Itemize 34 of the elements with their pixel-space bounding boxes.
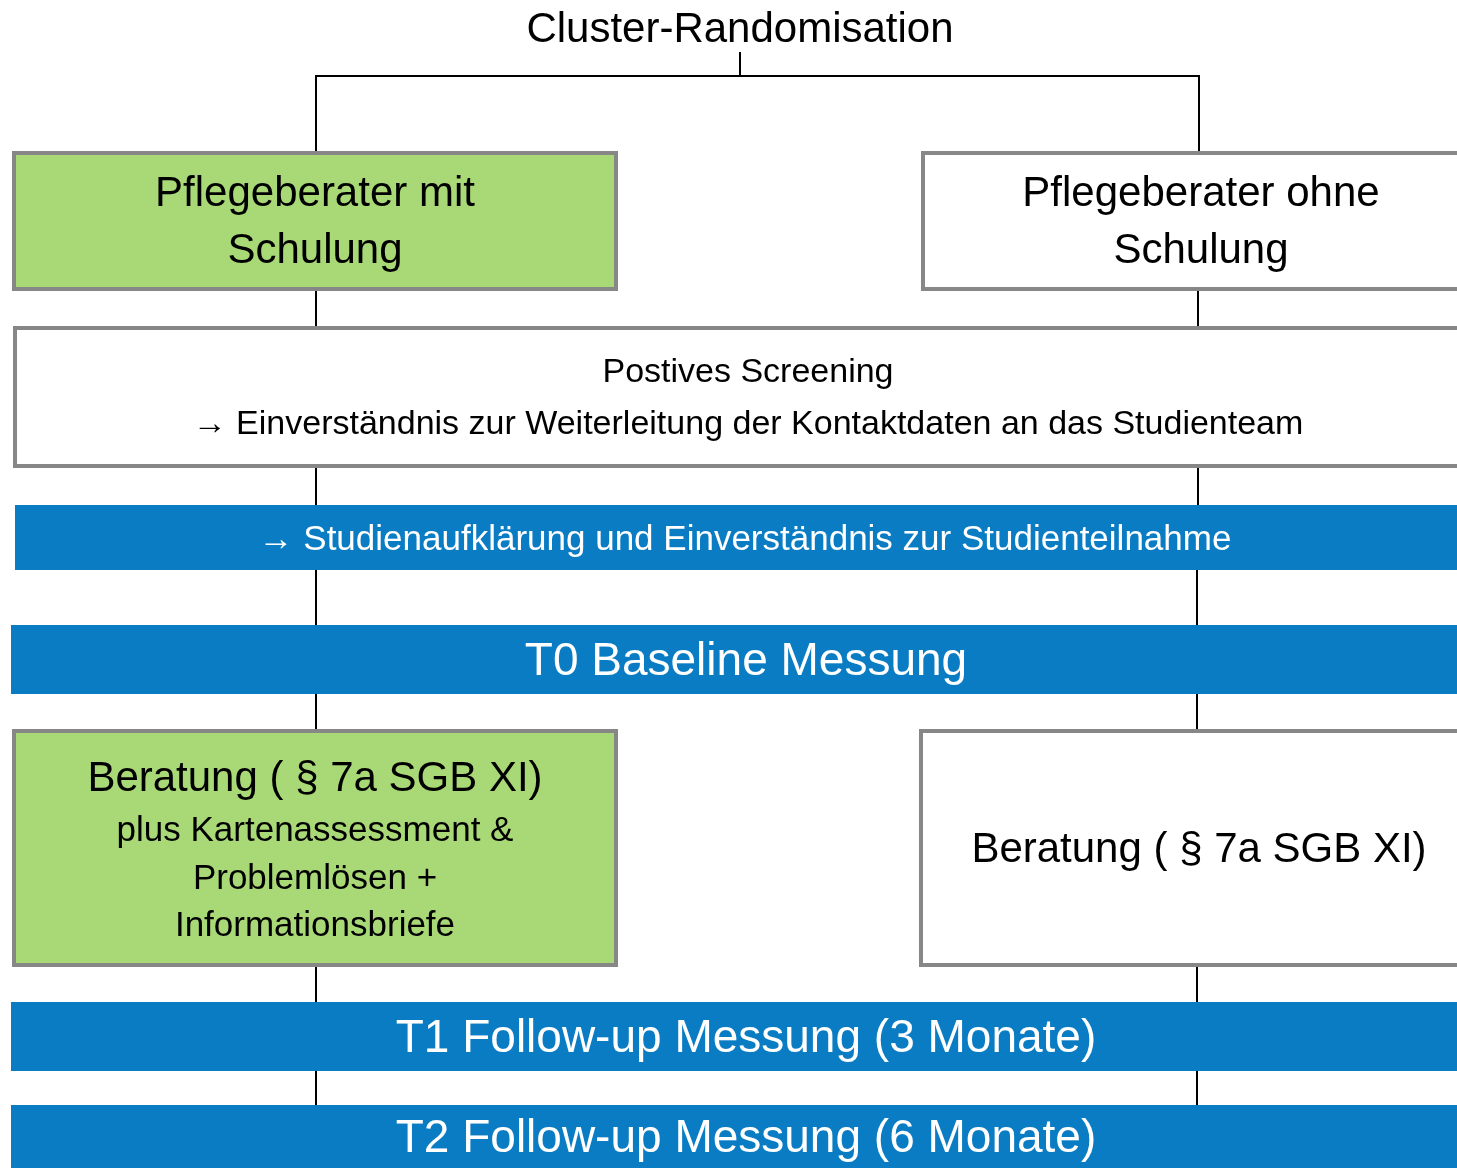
- connector-line: [739, 51, 1200, 152]
- connector-line: [1196, 693, 1198, 730]
- measurement-band: [11, 1002, 1457, 1071]
- connector-line: [315, 569, 317, 626]
- process-band: [15, 505, 1457, 570]
- box-label: T0 Baseline Messung: [524, 632, 968, 688]
- measurement-band: [11, 1105, 1457, 1168]
- connector-line: [315, 693, 317, 730]
- box-label: Pflegeberater ohne Schulung: [1021, 167, 1381, 274]
- connector-line: [1196, 569, 1198, 626]
- connector-line: [1197, 467, 1199, 506]
- diagram-title: Cluster-Randomisation: [470, 4, 1010, 52]
- box-label: Postives Screening: [602, 350, 894, 392]
- connector-line: [1196, 966, 1198, 1003]
- connector-line: [315, 290, 317, 327]
- intervention-box: [12, 729, 618, 967]
- box-label: T2 Follow-up Messung (6 Monate): [395, 1109, 1097, 1165]
- box-description: plus Kartenassessment & Problemlösen + Informationsbriefe: [115, 808, 515, 945]
- control-box: [919, 729, 1457, 967]
- box-description: → Einverständnis zur Weiterleitung der Kontaktdaten an das Studienteam: [192, 402, 1304, 443]
- connector-line: [315, 1070, 317, 1106]
- box-label: Beratung ( § 7a SGB XI): [971, 822, 1427, 873]
- group-box: [12, 151, 618, 291]
- process-box: [13, 326, 1457, 468]
- connector-line: [1197, 290, 1199, 327]
- group-box: [921, 151, 1457, 291]
- connector-line: [1196, 1070, 1198, 1106]
- measurement-band: [11, 625, 1457, 694]
- box-label: Pflegeberater mit Schulung: [154, 167, 476, 274]
- box-label: Beratung ( § 7a SGB XI): [87, 751, 543, 802]
- connector-line: [315, 966, 317, 1003]
- box-label: T1 Follow-up Messung (3 Monate): [395, 1009, 1097, 1065]
- box-label: → Studienaufklärung und Einverständnis zur Studienteilnahme: [258, 516, 1232, 559]
- connector-line: [315, 467, 317, 506]
